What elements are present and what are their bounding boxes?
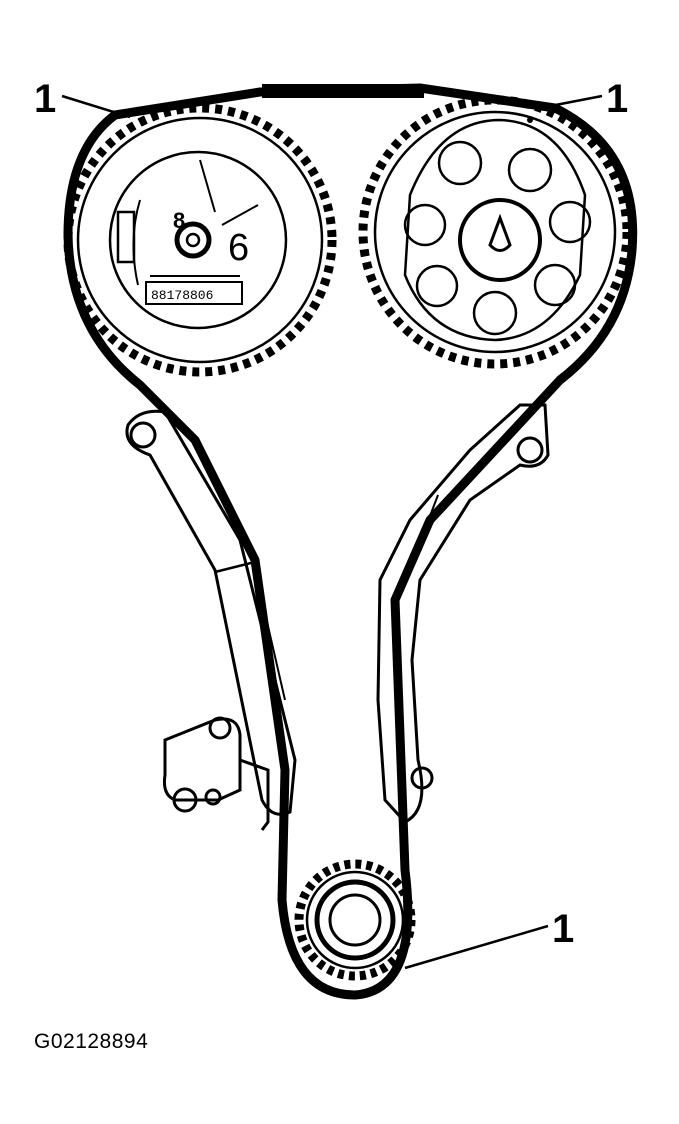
timing-chain-path — [63, 83, 638, 1000]
tensioner-bolt-right — [204, 788, 222, 806]
left-sprocket-teeth — [63, 103, 337, 377]
left-rail-body — [125, 409, 297, 816]
crank-sprocket-teeth — [294, 859, 416, 981]
tensioner-plunger — [239, 758, 270, 831]
callout-top-left: 1 — [34, 77, 131, 121]
crank-sprocket-bore — [328, 893, 382, 947]
left-rail-seam — [214, 560, 256, 574]
callout-bottom-label: 1 — [552, 907, 574, 951]
left-sprocket-glyph-6: 6 — [228, 227, 249, 269]
callout-bottom-leader — [404, 924, 549, 970]
chain-top-marked-links — [262, 84, 424, 98]
right-sprocket-hole-3 — [548, 200, 592, 244]
right-sprocket-keyway — [488, 213, 512, 252]
callout-top-left-leader — [61, 94, 131, 119]
right-guide-edge — [397, 494, 439, 601]
callout-top-right-label: 1 — [606, 77, 628, 121]
timing-chain — [63, 83, 638, 1000]
left-rail-pivot — [129, 421, 157, 449]
right-sprocket-teeth — [358, 95, 632, 369]
right-guide-pivot — [516, 436, 544, 464]
timing-chain-links — [66, 86, 635, 997]
chain-tensioner — [163, 716, 270, 831]
right-camshaft-sprocket — [358, 95, 632, 369]
left-sprocket-hub — [108, 150, 288, 330]
crankshaft-sprocket — [294, 859, 416, 981]
figure-id: G02128894 — [34, 1030, 149, 1053]
left-sprocket-stamp-box — [145, 281, 243, 305]
left-tensioner-rail — [125, 409, 297, 816]
right-guide-bottom-bolt — [410, 766, 434, 790]
left-sprocket-slot — [116, 210, 136, 264]
left-sprocket-bolt-center — [185, 232, 201, 248]
left-sprocket-stamp: 88178806 — [151, 288, 213, 303]
right-sprocket-hole-7 — [403, 203, 447, 247]
callout-top-right: 1 — [539, 77, 628, 121]
right-guide-body — [376, 403, 550, 824]
right-sprocket-hole-1 — [437, 140, 483, 186]
tensioner-bolt-top — [208, 716, 232, 740]
right-sprocket-timing-dot — [527, 117, 533, 123]
callout-top-right-leader — [539, 94, 603, 110]
crank-sprocket-rim — [305, 870, 405, 970]
right-sprocket-hole-2 — [507, 147, 553, 193]
right-sprocket-hub — [458, 198, 542, 282]
left-sprocket-bolt — [174, 221, 212, 259]
right-sprocket-hole-4 — [533, 263, 577, 307]
left-camshaft-sprocket: 8 6 88178806 — [63, 103, 337, 377]
crank-sprocket-hub — [314, 879, 396, 961]
left-rail-edge — [261, 599, 286, 701]
right-sprocket-hole-5 — [472, 290, 518, 336]
right-sprocket-web — [403, 118, 587, 342]
left-sprocket-glyph-8: 8 — [173, 208, 185, 233]
right-sprocket-hole-6 — [415, 264, 459, 308]
left-sprocket-rim — [76, 116, 324, 364]
right-chain-guide — [376, 403, 550, 824]
callout-bottom: 1 — [404, 907, 574, 970]
callout-top-left-label: 1 — [34, 77, 56, 121]
tensioner-bolt-left — [172, 787, 198, 813]
right-sprocket-rim — [373, 110, 617, 354]
